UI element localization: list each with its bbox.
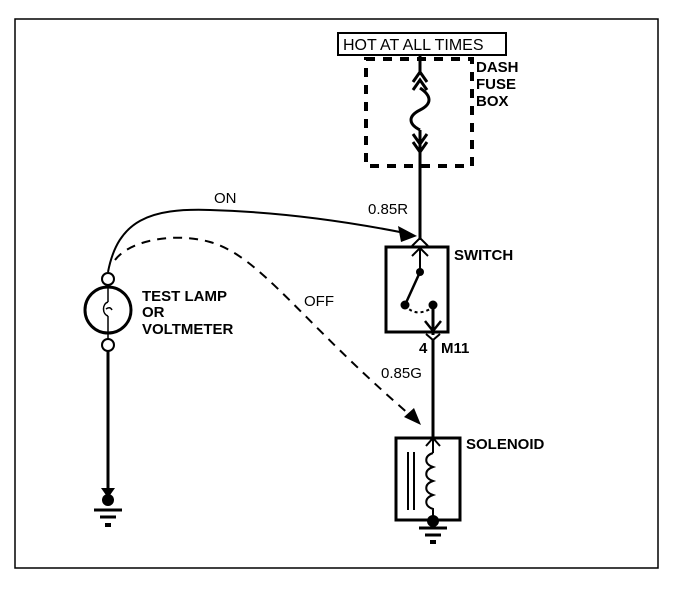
probe-on-label: ON [214, 190, 237, 207]
switch-label: SWITCH [454, 247, 513, 264]
probe-off-label: OFF [304, 293, 334, 310]
test-lamp-label-line3: VOLTMETER [142, 321, 234, 338]
ground-icon [94, 488, 122, 527]
connector-id: M11 [441, 340, 469, 357]
test-lamp-label-line2: OR [142, 304, 165, 321]
dash-fuse-box: DASH FUSE BOX [364, 57, 519, 168]
test-lamp: TEST LAMP OR VOLTMETER [83, 272, 234, 490]
fuse-icon [409, 56, 431, 240]
power-label-text: HOT AT ALL TIMES [343, 37, 484, 54]
connector-pin: 4 [419, 340, 428, 357]
probe-on-arrow: ON [107, 190, 417, 273]
fuse-box-label-line2: FUSE [476, 76, 516, 93]
power-source-label: HOT AT ALL TIMES [337, 32, 507, 56]
solenoid-label: SOLENOID [466, 436, 545, 453]
wire-label-top: 0.85R [368, 201, 408, 218]
switch: SWITCH [384, 236, 513, 342]
probe-off-arrow: OFF [114, 236, 421, 425]
diagram-frame [14, 18, 659, 569]
wire-label-bottom: 0.85G [381, 365, 422, 382]
fuse-box-label-line1: DASH [476, 59, 519, 76]
fuse-box-label-line3: BOX [476, 93, 509, 110]
solenoid: SOLENOID [394, 436, 545, 522]
ground-icon [419, 515, 447, 544]
test-lamp-label-line1: TEST LAMP [142, 288, 227, 305]
